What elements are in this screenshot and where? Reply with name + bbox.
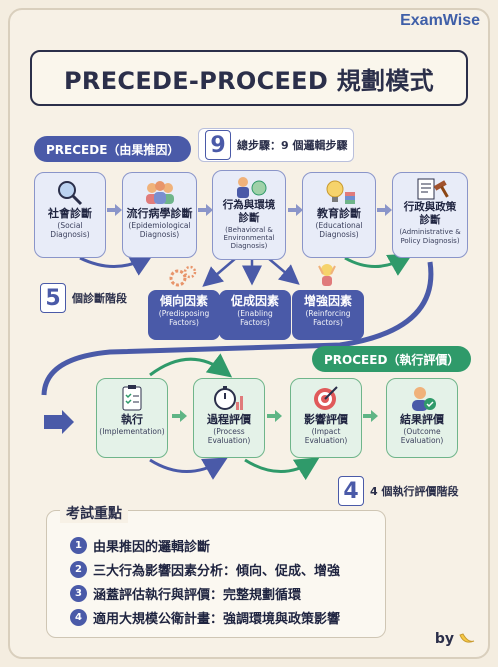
card-impact-evaluation: 影響評價 (Impact Evaluation) <box>290 378 362 458</box>
magnifier-icon <box>35 177 105 207</box>
card-administrative-policy-diagnosis: 行政與政策 診斷 (Administrative & Policy Diagno… <box>392 172 468 258</box>
gears-icon <box>169 265 197 287</box>
total-steps-badge: 9 總步驟：9 個邏輯步驟 <box>198 128 355 162</box>
clipboard-icon <box>97 383 167 413</box>
diagnosis-phases-number: 5 <box>40 283 66 313</box>
page-title: PRECEDE-PROCEED 規劃模式 <box>64 66 434 95</box>
card-name: 結果評價 <box>400 413 444 426</box>
card-name: 教育診斷 <box>317 207 361 220</box>
card-en: (Administrative & Policy Diagnosis) <box>399 228 461 245</box>
person-check-icon <box>387 383 457 413</box>
byline-text: by <box>434 631 454 647</box>
diagnosis-phases-text: 個診斷階段 <box>72 292 127 305</box>
card-name: 社會診斷 <box>48 207 92 220</box>
exam-item: 4 適用大規模公衛計畫：強調環境與政策影響 <box>70 608 340 627</box>
card-social-diagnosis: 社會診斷 (Social Diagnosis) <box>34 172 106 258</box>
factor-enabling: 促成因素 (Enabling Factors) <box>219 290 291 340</box>
exam-title: 考試重點 <box>60 503 128 523</box>
card-behavioral-environmental-diagnosis: 行為與環境 診斷 (Behavioral & Environmental Dia… <box>212 170 286 260</box>
card-name: 執行 <box>121 413 143 426</box>
card-en: (Educational Diagnosis) <box>315 221 363 239</box>
card-educational-diagnosis: 教育診斷 (Educational Diagnosis) <box>302 172 376 258</box>
factor-name: 促成因素 <box>230 294 279 308</box>
card-name: 過程評價 <box>207 413 251 426</box>
exam-item: 2 三大行為影響因素分析：傾向、促成、增強 <box>70 560 340 579</box>
factor-en: (Predisposing Factors) <box>158 309 210 327</box>
card-outcome-evaluation: 結果評價 (Outcome Evaluation) <box>386 378 458 458</box>
byline: by <box>435 631 476 647</box>
card-en: (Implementation) <box>99 427 165 436</box>
exam-key-points-box <box>46 510 386 638</box>
evaluation-phases-number: 4 <box>338 476 364 506</box>
evaluation-phases-text: 4 個執行評價階段 <box>370 485 459 498</box>
card-en: (Behavioral & Environmental Diagnosis) <box>223 226 275 250</box>
factor-name: 增強因素 <box>303 294 352 308</box>
total-steps-text: 總步驟：9 個邏輯步驟 <box>237 139 348 152</box>
exam-item: 3 涵蓋評估執行與評價：完整規劃循環 <box>70 584 301 603</box>
exam-item: 1 由果推因的邏輯診斷 <box>70 536 210 555</box>
card-process-evaluation: 過程評價 (Process Evaluation) <box>193 378 265 458</box>
card-en: (Outcome Evaluation) <box>400 427 444 445</box>
factor-en: (Enabling Factors) <box>237 309 273 327</box>
exam-item-number: 2 <box>70 561 87 578</box>
exam-item-number: 3 <box>70 585 87 602</box>
target-icon <box>291 383 361 413</box>
stopwatch-chart-icon <box>194 383 264 413</box>
card-name: 影響評價 <box>304 413 348 426</box>
card-implementation: 執行 (Implementation) <box>96 378 168 458</box>
proceed-label: PROCEED（執行評價） <box>312 346 472 372</box>
factor-name: 傾向因素 <box>159 294 208 308</box>
banana-icon <box>459 633 475 643</box>
total-steps-number: 9 <box>205 130 231 160</box>
factor-en: (Reinforcing Factors) <box>305 309 351 327</box>
card-name: 行政與政策 診斷 <box>403 201 457 226</box>
brand-logo: ExamWise <box>400 12 480 29</box>
diagnosis-phases-badge: 5 個診斷階段 <box>34 282 133 314</box>
card-name: 行為與環境 診斷 <box>222 199 276 224</box>
exam-item-text: 涵蓋評估執行與評價：完整規劃循環 <box>93 588 302 603</box>
exam-item-text: 由果推因的邏輯診斷 <box>93 540 211 555</box>
exam-item-number: 1 <box>70 537 87 554</box>
card-name: 流行病學診斷 <box>126 207 193 220</box>
exam-item-number: 4 <box>70 609 87 626</box>
factor-reinforcing: 增強因素 (Reinforcing Factors) <box>292 290 364 340</box>
card-en: (Social Diagnosis) <box>50 221 90 239</box>
exam-item-text: 適用大規模公衛計畫：強調環境與政策影響 <box>93 612 341 627</box>
gavel-document-icon <box>393 177 467 201</box>
title-box: PRECEDE-PROCEED 規劃模式 <box>30 50 468 106</box>
person-environment-icon <box>213 175 285 199</box>
card-en: (Impact Evaluation) <box>304 427 348 445</box>
exam-item-text: 三大行為影響因素分析：傾向、促成、增強 <box>93 564 341 579</box>
card-en: (Process Evaluation) <box>207 427 251 445</box>
group-icon <box>123 177 196 207</box>
lightbulb-books-icon <box>303 177 375 207</box>
factor-predisposing: 傾向因素 (Predisposing Factors) <box>148 290 220 340</box>
precede-label: PRECEDE（由果推因） <box>34 136 192 162</box>
cheering-person-icon <box>318 264 336 286</box>
card-en: (Epidemiological Diagnosis) <box>128 221 191 239</box>
evaluation-phases-badge: 4 4 個執行評價階段 <box>332 474 464 508</box>
card-epidemiological-diagnosis: 流行病學診斷 (Epidemiological Diagnosis) <box>122 172 197 258</box>
